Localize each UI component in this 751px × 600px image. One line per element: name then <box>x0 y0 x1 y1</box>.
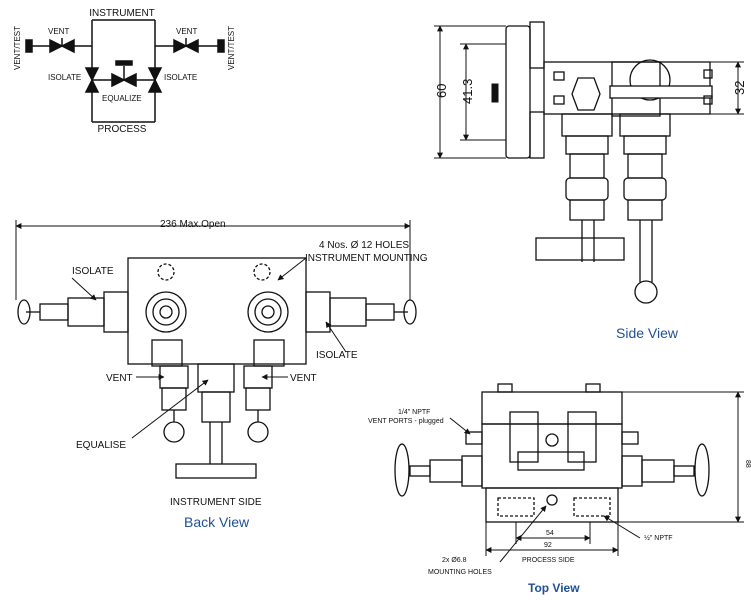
equalize-label: EQUALIZE <box>102 94 142 103</box>
back-view-caption: Back View <box>184 514 250 530</box>
isolate-right-label: ISOLATE <box>164 73 197 82</box>
vent-ports-line2: VENT PORTS - plugged <box>368 418 444 425</box>
back-view-drawing <box>17 257 417 479</box>
side-view-caption: Side View <box>616 325 679 341</box>
dim-41-3: 41.3 <box>460 79 475 104</box>
dim-32: 32 <box>732 81 747 95</box>
side-view-dimensions <box>434 25 744 159</box>
instrument-holes-line2: INSTRUMENT MOUNTING <box>305 253 428 264</box>
vent-left-label: VENT <box>48 27 69 36</box>
vent-test-right-label: VENT/TEST <box>227 26 236 70</box>
top-view-drawing <box>394 383 710 523</box>
back-isolate-left: ISOLATE <box>72 266 114 277</box>
vent-right-label: VENT <box>176 27 197 36</box>
instrument-side-label: INSTRUMENT SIDE <box>170 497 262 508</box>
mounting-holes-line2: MOUNTING HOLES <box>428 569 492 576</box>
max-open-label: 236 Max.Open <box>160 219 226 230</box>
instrument-label: INSTRUMENT <box>89 8 155 19</box>
top-view-caption: Top View <box>528 581 580 595</box>
back-vent-right: VENT <box>290 373 317 384</box>
vent-test-left-label: VENT/TEST <box>13 26 22 70</box>
back-vent-left: VENT <box>106 373 133 384</box>
instrument-holes-line1: 4 Nos. Ø 12 HOLES <box>319 240 409 251</box>
back-isolate-right: ISOLATE <box>316 350 358 361</box>
half-nptf-label: ½" NPTF <box>644 534 673 542</box>
valve-schematic <box>25 19 225 123</box>
back-view-dimensions <box>15 220 411 439</box>
dim-88: 88 <box>744 460 751 468</box>
vent-ports-line1: 1/4" NPTF <box>398 409 430 416</box>
isolate-left-label: ISOLATE <box>48 73 81 82</box>
dim-54: 54 <box>546 530 554 537</box>
process-side-label: PROCESS SIDE <box>522 557 575 564</box>
equalise-label: EQUALISE <box>76 440 126 451</box>
mounting-holes-line1: 2x Ø6.8 <box>442 557 467 564</box>
top-view-dimensions <box>449 391 744 563</box>
side-view-drawing <box>505 21 713 304</box>
dim-60: 60 <box>434 84 449 98</box>
process-label: PROCESS <box>98 124 147 135</box>
dim-92: 92 <box>544 542 552 549</box>
